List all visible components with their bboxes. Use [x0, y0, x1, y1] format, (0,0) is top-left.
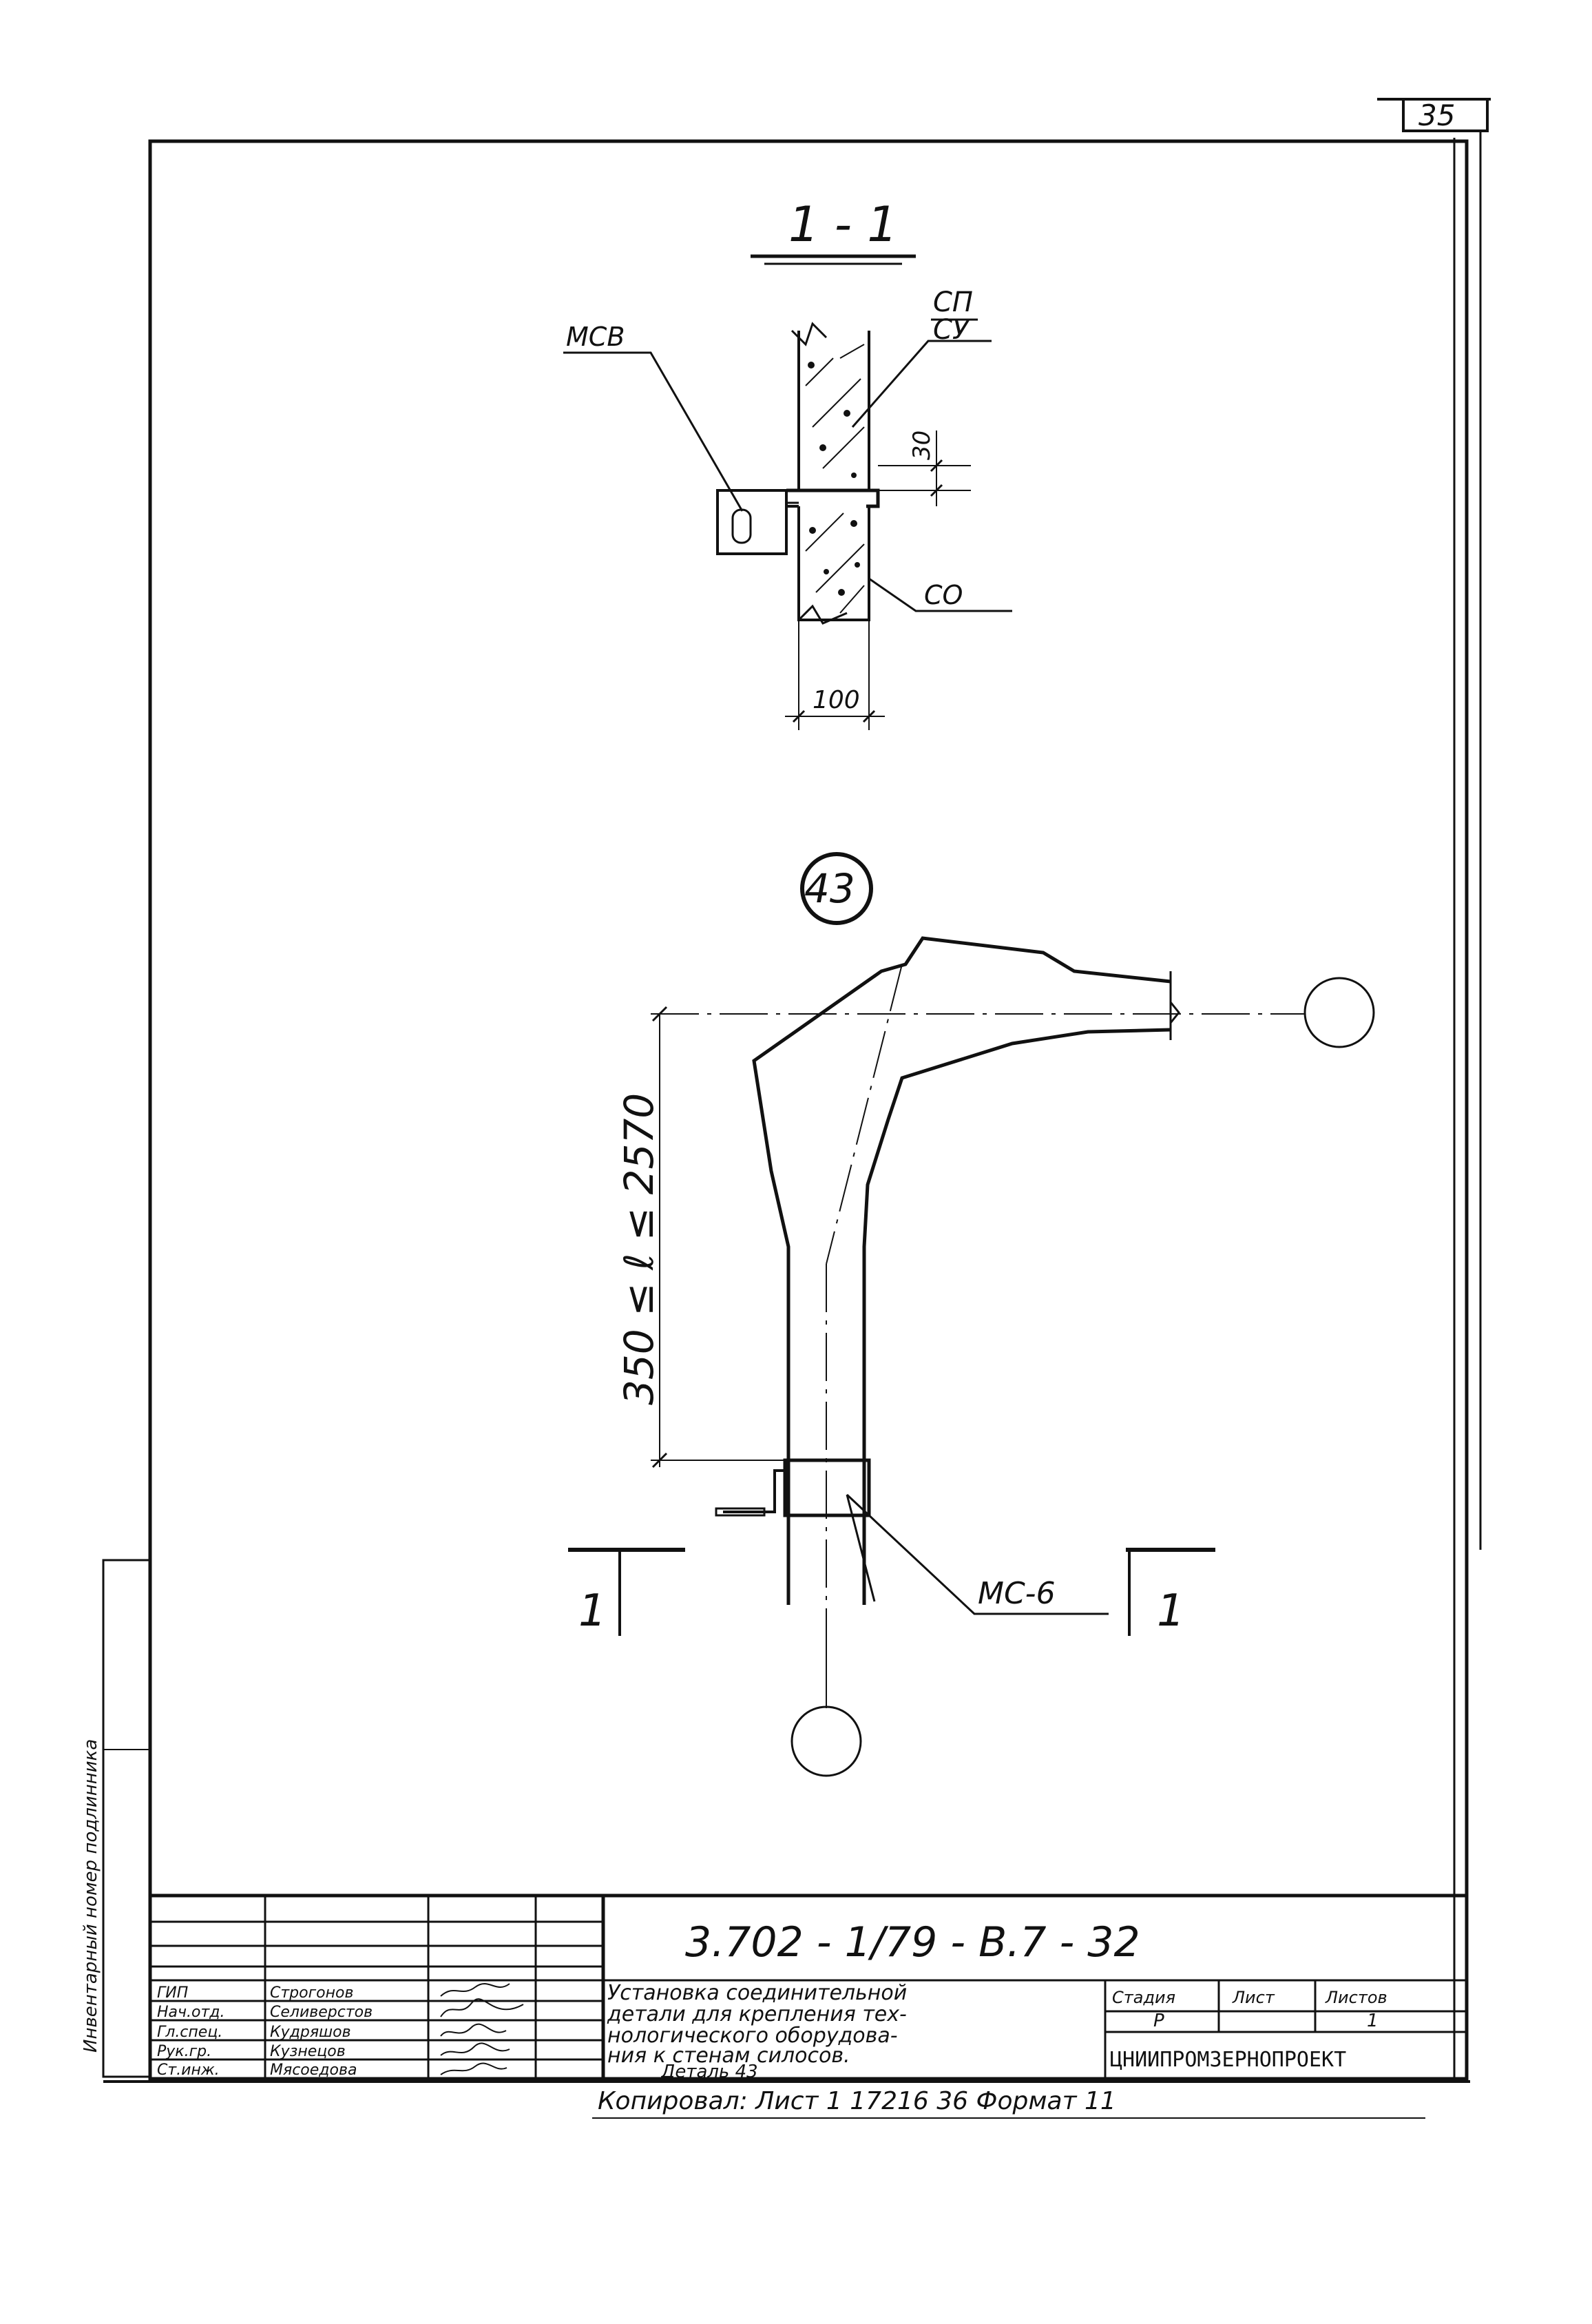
- organization: ЦНИИПРОМЗЕРНОПРОЕКТ: [1110, 2048, 1346, 2072]
- section-title: 1 - 1: [788, 196, 898, 253]
- title-line-3: нологического оборудова-: [607, 2024, 898, 2048]
- title-block: ГИП Нач.отд. Гл.спец. Рук.гр. Ст.инж. Ст…: [150, 1894, 1467, 2082]
- sheet-number: 35: [1418, 98, 1455, 132]
- dim-length: 350 ≤ ℓ ≤ 2570: [616, 1093, 662, 1405]
- role-1: ГИП: [157, 1984, 188, 2002]
- sheet-number-box: 35: [1377, 98, 1491, 132]
- dim-30: 30: [908, 430, 936, 460]
- signatures: [440, 1983, 524, 2075]
- stage-value: Р: [1153, 2011, 1164, 2031]
- cut-right: 1: [1157, 1586, 1185, 1637]
- sheet-header: Лист: [1232, 1988, 1275, 2007]
- role-4: Рук.гр.: [157, 2043, 211, 2060]
- title-line-1: Установка соединительной: [607, 1981, 907, 2005]
- title-line-5: Деталь 43: [660, 2062, 758, 2082]
- label-sp: СП: [933, 287, 973, 318]
- name-4: Кузнецов: [270, 2043, 346, 2060]
- cut-left: 1: [578, 1586, 607, 1637]
- role-3: Гл.спец.: [157, 2024, 222, 2041]
- doc-code: 3.702 - 1/79 - В.7 - 32: [685, 1918, 1140, 1967]
- detail-number: 43: [804, 865, 855, 912]
- side-stamp-text: Инвентарный номер подлинника: [81, 1739, 101, 2053]
- stage-header: Стадия: [1112, 1988, 1175, 2007]
- side-stamp: Инвентарный номер подлинника: [81, 1559, 151, 2078]
- title-line-4: ния к стенам силосов.: [607, 2044, 850, 2068]
- detail-43: 43 350 ≤ ℓ ≤ 2570 МС-6 1 1: [568, 852, 1375, 1777]
- role-2: Нач.отд.: [157, 2004, 225, 2021]
- label-so: СО: [924, 580, 963, 610]
- sheets-value: 1: [1367, 2011, 1379, 2031]
- name-1: Строгонов: [270, 1984, 353, 2002]
- name-5: Мясоедова: [270, 2062, 357, 2079]
- label-su: СУ: [933, 314, 971, 346]
- sheets-header: Листов: [1325, 1988, 1387, 2007]
- label-msv: МСВ: [566, 322, 625, 352]
- title-line-2: детали для крепления тех-: [607, 2002, 907, 2026]
- label-ms6: МС-6: [978, 1576, 1056, 1611]
- dim-100: 100: [813, 686, 860, 714]
- name-2: Селиверстов: [270, 2004, 373, 2021]
- footer-note: Копировал: Лист 1 17216 36 Формат 11: [598, 2087, 1116, 2115]
- role-5: Ст.инж.: [157, 2062, 220, 2079]
- name-3: Кудряшов: [270, 2024, 351, 2041]
- drawing-frame: [148, 131, 1482, 2081]
- section-1-1: 1 - 1: [563, 196, 1012, 730]
